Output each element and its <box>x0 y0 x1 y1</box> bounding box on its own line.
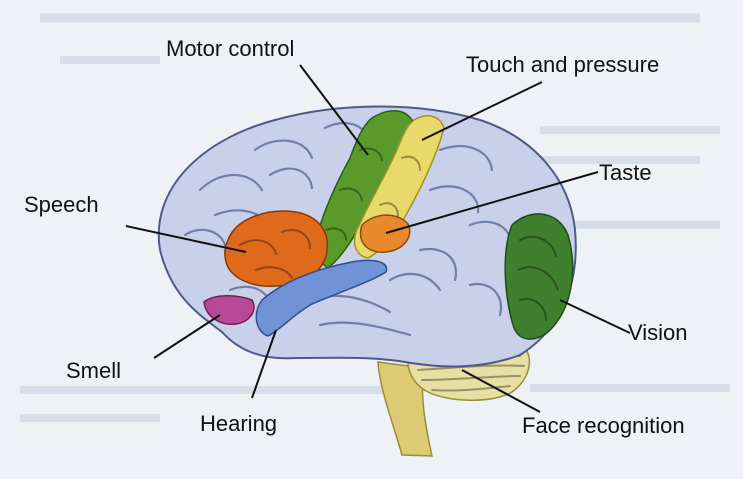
label-speech: Speech <box>24 192 99 217</box>
label-motor-control: Motor control <box>166 36 294 61</box>
label-smell: Smell <box>66 358 121 383</box>
label-vision: Vision <box>628 320 688 345</box>
label-taste: Taste <box>599 160 652 185</box>
label-touch-and-pressure: Touch and pressure <box>466 52 659 77</box>
label-face-recognition: Face recognition <box>522 413 685 438</box>
label-hearing: Hearing <box>200 411 277 436</box>
